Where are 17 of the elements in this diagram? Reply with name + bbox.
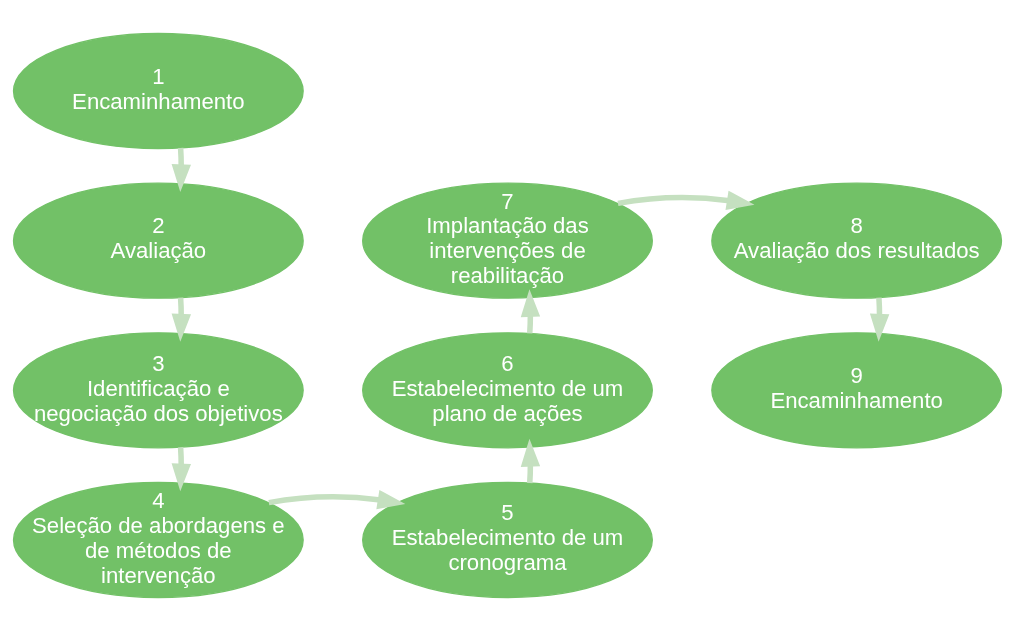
- arrow: [869, 296, 890, 342]
- node-ellipse: 6 Estabelecimento de um plano de ações: [362, 331, 653, 448]
- node-ellipse: 9 Encaminhamento: [711, 331, 1003, 448]
- arrow: [171, 446, 191, 491]
- node-ellipse: 3 Identificação e negociação dos objetivos: [12, 331, 304, 448]
- arrow: [520, 288, 541, 333]
- arrow: [171, 147, 191, 192]
- node-ellipse: 1 Encaminhamento: [12, 32, 304, 149]
- arrow: [617, 190, 755, 210]
- node-ellipse: 5 Estabelecimento de um cronograma: [362, 481, 653, 598]
- node-ellipse: 8 Avaliação dos resultados: [711, 182, 1003, 299]
- node-ellipse: 7 Implantação das intervenções de reabilitação: [362, 182, 653, 299]
- arrow: [520, 438, 541, 483]
- node-ellipse: 2 Avaliação: [12, 182, 304, 299]
- node-ellipse: 4 Seleção de abordagens e de métodos de intervenção: [12, 481, 304, 598]
- arrow: [268, 489, 406, 509]
- arrow: [171, 296, 191, 342]
